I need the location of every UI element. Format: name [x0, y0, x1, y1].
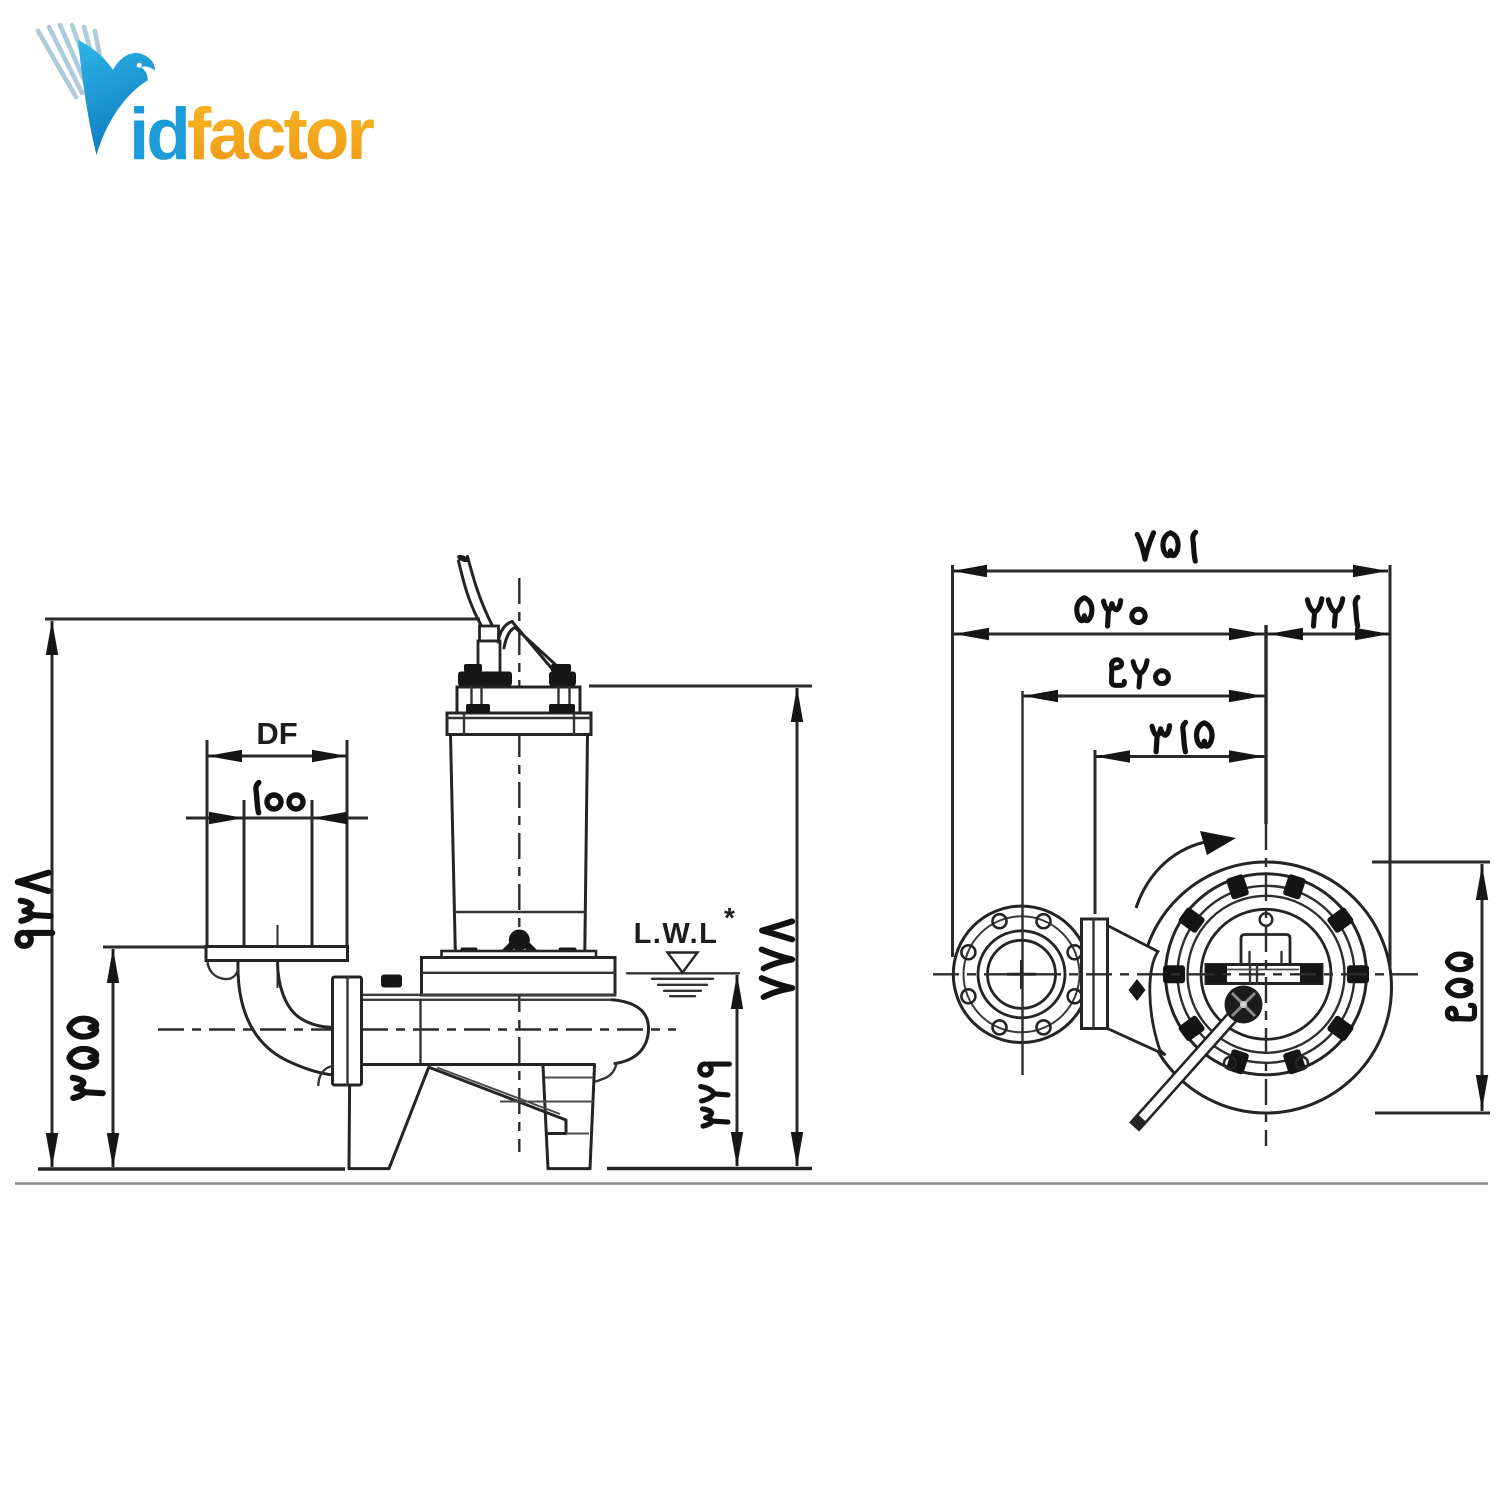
svg-text:*: *	[724, 902, 735, 933]
svg-text:DF: DF	[256, 716, 297, 751]
svg-text:L.W.L: L.W.L	[634, 918, 719, 950]
svg-text:factor: factor	[187, 94, 374, 175]
svg-text:id: id	[129, 94, 188, 175]
